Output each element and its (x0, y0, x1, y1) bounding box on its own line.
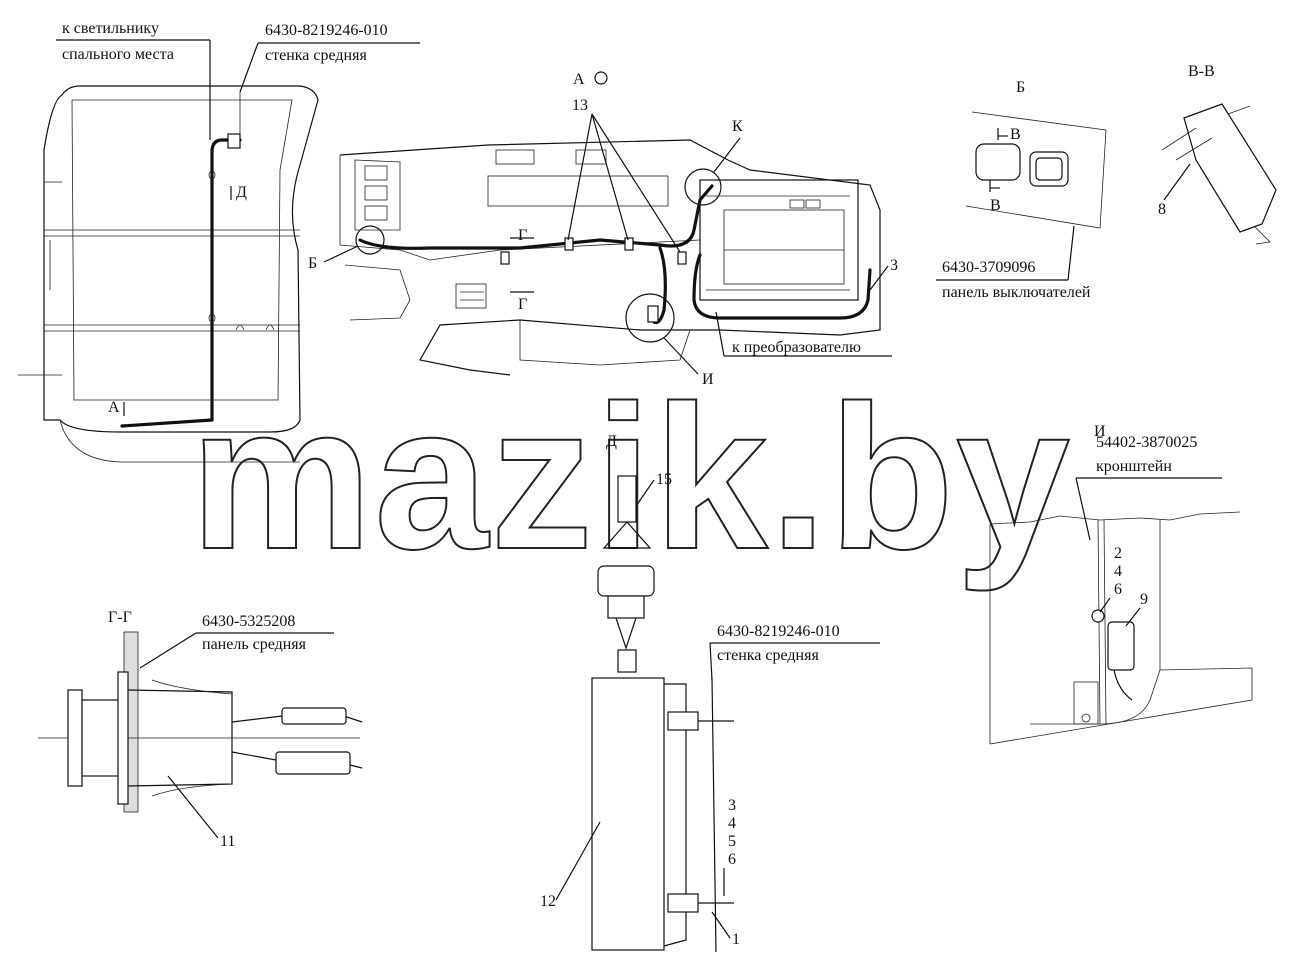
pos-2-label: 2 (1114, 545, 1122, 562)
pos-11-label: 11 (220, 833, 235, 850)
pos-15-label: 15 (656, 471, 672, 488)
view-d-arrow-label: Д (236, 184, 247, 201)
bracket-code: 54402-3870025 (1096, 434, 1197, 451)
view-vv-title: В-В (1188, 63, 1215, 80)
to-sleeper-light-label-2: спального места (62, 46, 174, 63)
dashboard-view-a: А 13 (308, 71, 898, 388)
view-i-bracket: И 54402-3870025 кронштейн 2 4 6 9 (989, 423, 1253, 745)
view-a-arrow-label: А (108, 399, 120, 416)
pos-6-label: 6 (1114, 581, 1122, 598)
view-a-title: А (573, 71, 585, 88)
pos-5b-label: 5 (728, 833, 736, 850)
pos-3b-label: 3 (728, 797, 736, 814)
callout-b: Б (308, 255, 317, 272)
section-gg-title: Г-Г (108, 609, 132, 626)
pos-13-label: 13 (572, 97, 588, 114)
view-b-title: Б (1016, 79, 1025, 96)
view-d-unit: Д 15 6430-8219246-010 стенка средняя 3 4… (540, 433, 880, 953)
pos-8-label: 8 (1158, 201, 1166, 218)
bracket-name: кронштейн (1096, 458, 1172, 475)
section-g-bottom-label: Г (518, 296, 527, 313)
view-i-title: И (1094, 423, 1106, 440)
callout-k: К (732, 118, 743, 135)
panel-mid-name: панель средняя (202, 636, 307, 653)
view-b-switch-panel: Б В В 6430-3709096 панель выключателей (936, 79, 1107, 301)
section-v-bottom-label: В (990, 197, 1001, 214)
pos-4b-label: 4 (728, 815, 736, 832)
section-v-top-label: В (1010, 126, 1021, 143)
panel-switch-code: 6430-3709096 (942, 259, 1035, 276)
wall-code-top: 6430-8219246-010 (265, 22, 388, 39)
pos-9-label: 9 (1140, 591, 1148, 608)
to-sleeper-light-label-1: к светильнику (62, 20, 159, 37)
section-g-top-label: Г (518, 227, 527, 244)
section-gg: Г-Г 6430-5325208 панель средняя 11 (38, 609, 363, 850)
pos-1-label: 1 (732, 931, 740, 948)
pos-3-label: 3 (890, 257, 898, 274)
wall-name-top: стенка средняя (265, 47, 367, 64)
to-converter-label: к преобразователю (732, 339, 861, 356)
wall-code-bottom: 6430-8219246-010 (717, 623, 840, 640)
pos-12-label: 12 (540, 893, 556, 910)
panel-switch-name: панель выключателей (942, 284, 1091, 301)
view-d-title: Д (606, 433, 617, 450)
panel-mid-code: 6430-5325208 (202, 613, 295, 630)
cab-rear-wall-view: Д А (18, 85, 319, 463)
pos-6b-label: 6 (728, 851, 736, 868)
wall-name-bottom: стенка средняя (717, 647, 819, 664)
pos-4-label: 4 (1114, 563, 1122, 580)
view-vv-section: В-В 8 (1158, 63, 1277, 245)
callout-i: И (702, 371, 714, 388)
